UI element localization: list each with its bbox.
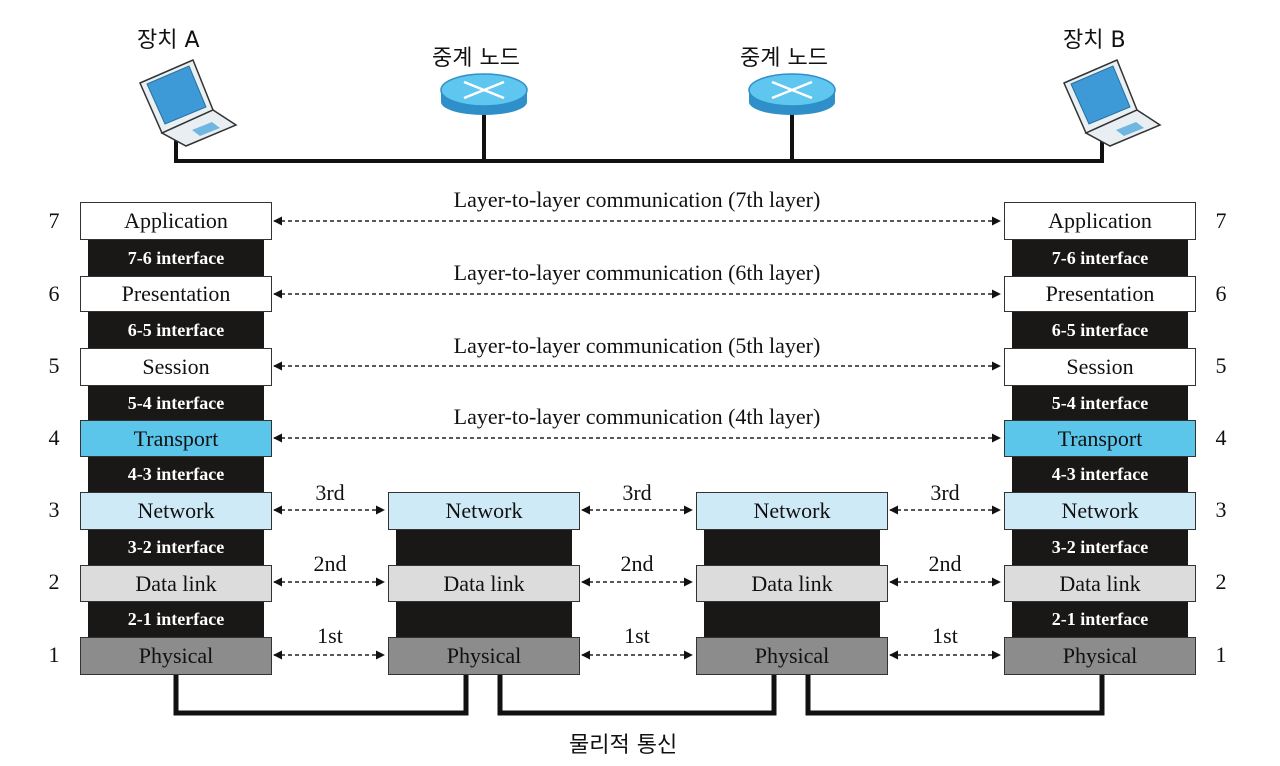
- interface-7-6-b: 7-6 interface: [1012, 240, 1188, 276]
- layer-number: 3: [1215, 497, 1227, 522]
- layer-presentation-b: Presentation: [1004, 276, 1196, 312]
- hop-label-2nd: 2nd: [928, 551, 962, 576]
- layer-presentation-a: Presentation: [80, 276, 272, 312]
- layer-comm-7-label: Layer-to-layer communication (7th layer): [449, 187, 825, 213]
- top-network-svg: [139, 59, 1162, 163]
- interface-5-4-b: 5-4 interface: [1012, 386, 1188, 420]
- hop-label-1st: 1st: [932, 623, 958, 648]
- layer-number: 4: [48, 425, 60, 450]
- layer-number: 3: [48, 497, 60, 522]
- interface-2-1-a: 2-1 interface: [88, 602, 264, 637]
- layer-number: 7: [48, 208, 60, 233]
- layer-datalink-a: Data link: [80, 565, 272, 602]
- device-a-label: 장치 A: [137, 28, 200, 53]
- hop-label-1st: 1st: [624, 623, 650, 648]
- interface-4-3-a: 4-3 interface: [88, 457, 264, 492]
- layer-comm-4-label: Layer-to-layer communication (4th layer): [449, 404, 825, 430]
- layer-application-b: Application: [1004, 202, 1196, 240]
- layer-comm-6-label: Layer-to-layer communication (6th layer): [449, 260, 825, 286]
- relay-2-interface-fill: [704, 530, 880, 565]
- layer-transport-b: Transport: [1004, 420, 1196, 457]
- layer-comm-5-label: Layer-to-layer communication (5th layer): [449, 333, 825, 359]
- router-icon: [440, 73, 528, 115]
- relay-2-datalink: Data link: [696, 565, 888, 602]
- layer-number: 6: [1215, 281, 1227, 306]
- relay-node-1-label: 중계 노드: [432, 46, 520, 71]
- layer-application-a: Application: [80, 202, 272, 240]
- relay-node-2-label: 중계 노드: [740, 46, 828, 71]
- layer-number: 1: [1215, 642, 1227, 667]
- layer-number: 5: [48, 353, 60, 378]
- laptop-icon: [1063, 59, 1162, 147]
- layer-network-a: Network: [80, 492, 272, 530]
- hop-label-3rd: 3rd: [315, 480, 345, 505]
- relay-1-datalink: Data link: [388, 565, 580, 602]
- layer-network-b: Network: [1004, 492, 1196, 530]
- hop-label-3rd: 3rd: [622, 480, 652, 505]
- device-b-label: 장치 B: [1063, 28, 1126, 53]
- hop-label-1st: 1st: [317, 623, 343, 648]
- interface-6-5-b: 6-5 interface: [1012, 312, 1188, 348]
- layer-number: 4: [1215, 425, 1227, 450]
- layer-session-b: Session: [1004, 348, 1196, 386]
- laptop-icon: [139, 59, 238, 147]
- router-icon: [748, 73, 836, 115]
- relay-1-interface-fill: [396, 602, 572, 637]
- layer-physical-b: Physical: [1004, 637, 1196, 675]
- hop-label-3rd: 3rd: [930, 480, 960, 505]
- layer-number: 7: [1215, 208, 1227, 233]
- interface-2-1-b: 2-1 interface: [1012, 602, 1188, 637]
- layer-physical-a: Physical: [80, 637, 272, 675]
- relay-2-physical: Physical: [696, 637, 888, 675]
- interface-6-5-a: 6-5 interface: [88, 312, 264, 348]
- interface-7-6-a: 7-6 interface: [88, 240, 264, 276]
- layer-number: 1: [48, 642, 60, 667]
- relay-1-physical: Physical: [388, 637, 580, 675]
- hop-label-2nd: 2nd: [620, 551, 654, 576]
- layer-datalink-b: Data link: [1004, 565, 1196, 602]
- relay-1-interface-fill: [396, 530, 572, 565]
- relay-2-network: Network: [696, 492, 888, 530]
- physical-comm-label: 물리적 통신: [569, 733, 678, 758]
- interface-3-2-a: 3-2 interface: [88, 530, 264, 565]
- interface-3-2-b: 3-2 interface: [1012, 530, 1188, 565]
- relay-2-interface-fill: [704, 602, 880, 637]
- layer-number: 2: [48, 569, 60, 594]
- layer-number: 6: [48, 281, 60, 306]
- layer-session-a: Session: [80, 348, 272, 386]
- interface-4-3-b: 4-3 interface: [1012, 457, 1188, 492]
- layer-transport-a: Transport: [80, 420, 272, 457]
- hop-label-2nd: 2nd: [313, 551, 347, 576]
- layer-number: 5: [1215, 353, 1227, 378]
- interface-5-4-a: 5-4 interface: [88, 386, 264, 420]
- layer-number: 2: [1215, 569, 1227, 594]
- relay-1-network: Network: [388, 492, 580, 530]
